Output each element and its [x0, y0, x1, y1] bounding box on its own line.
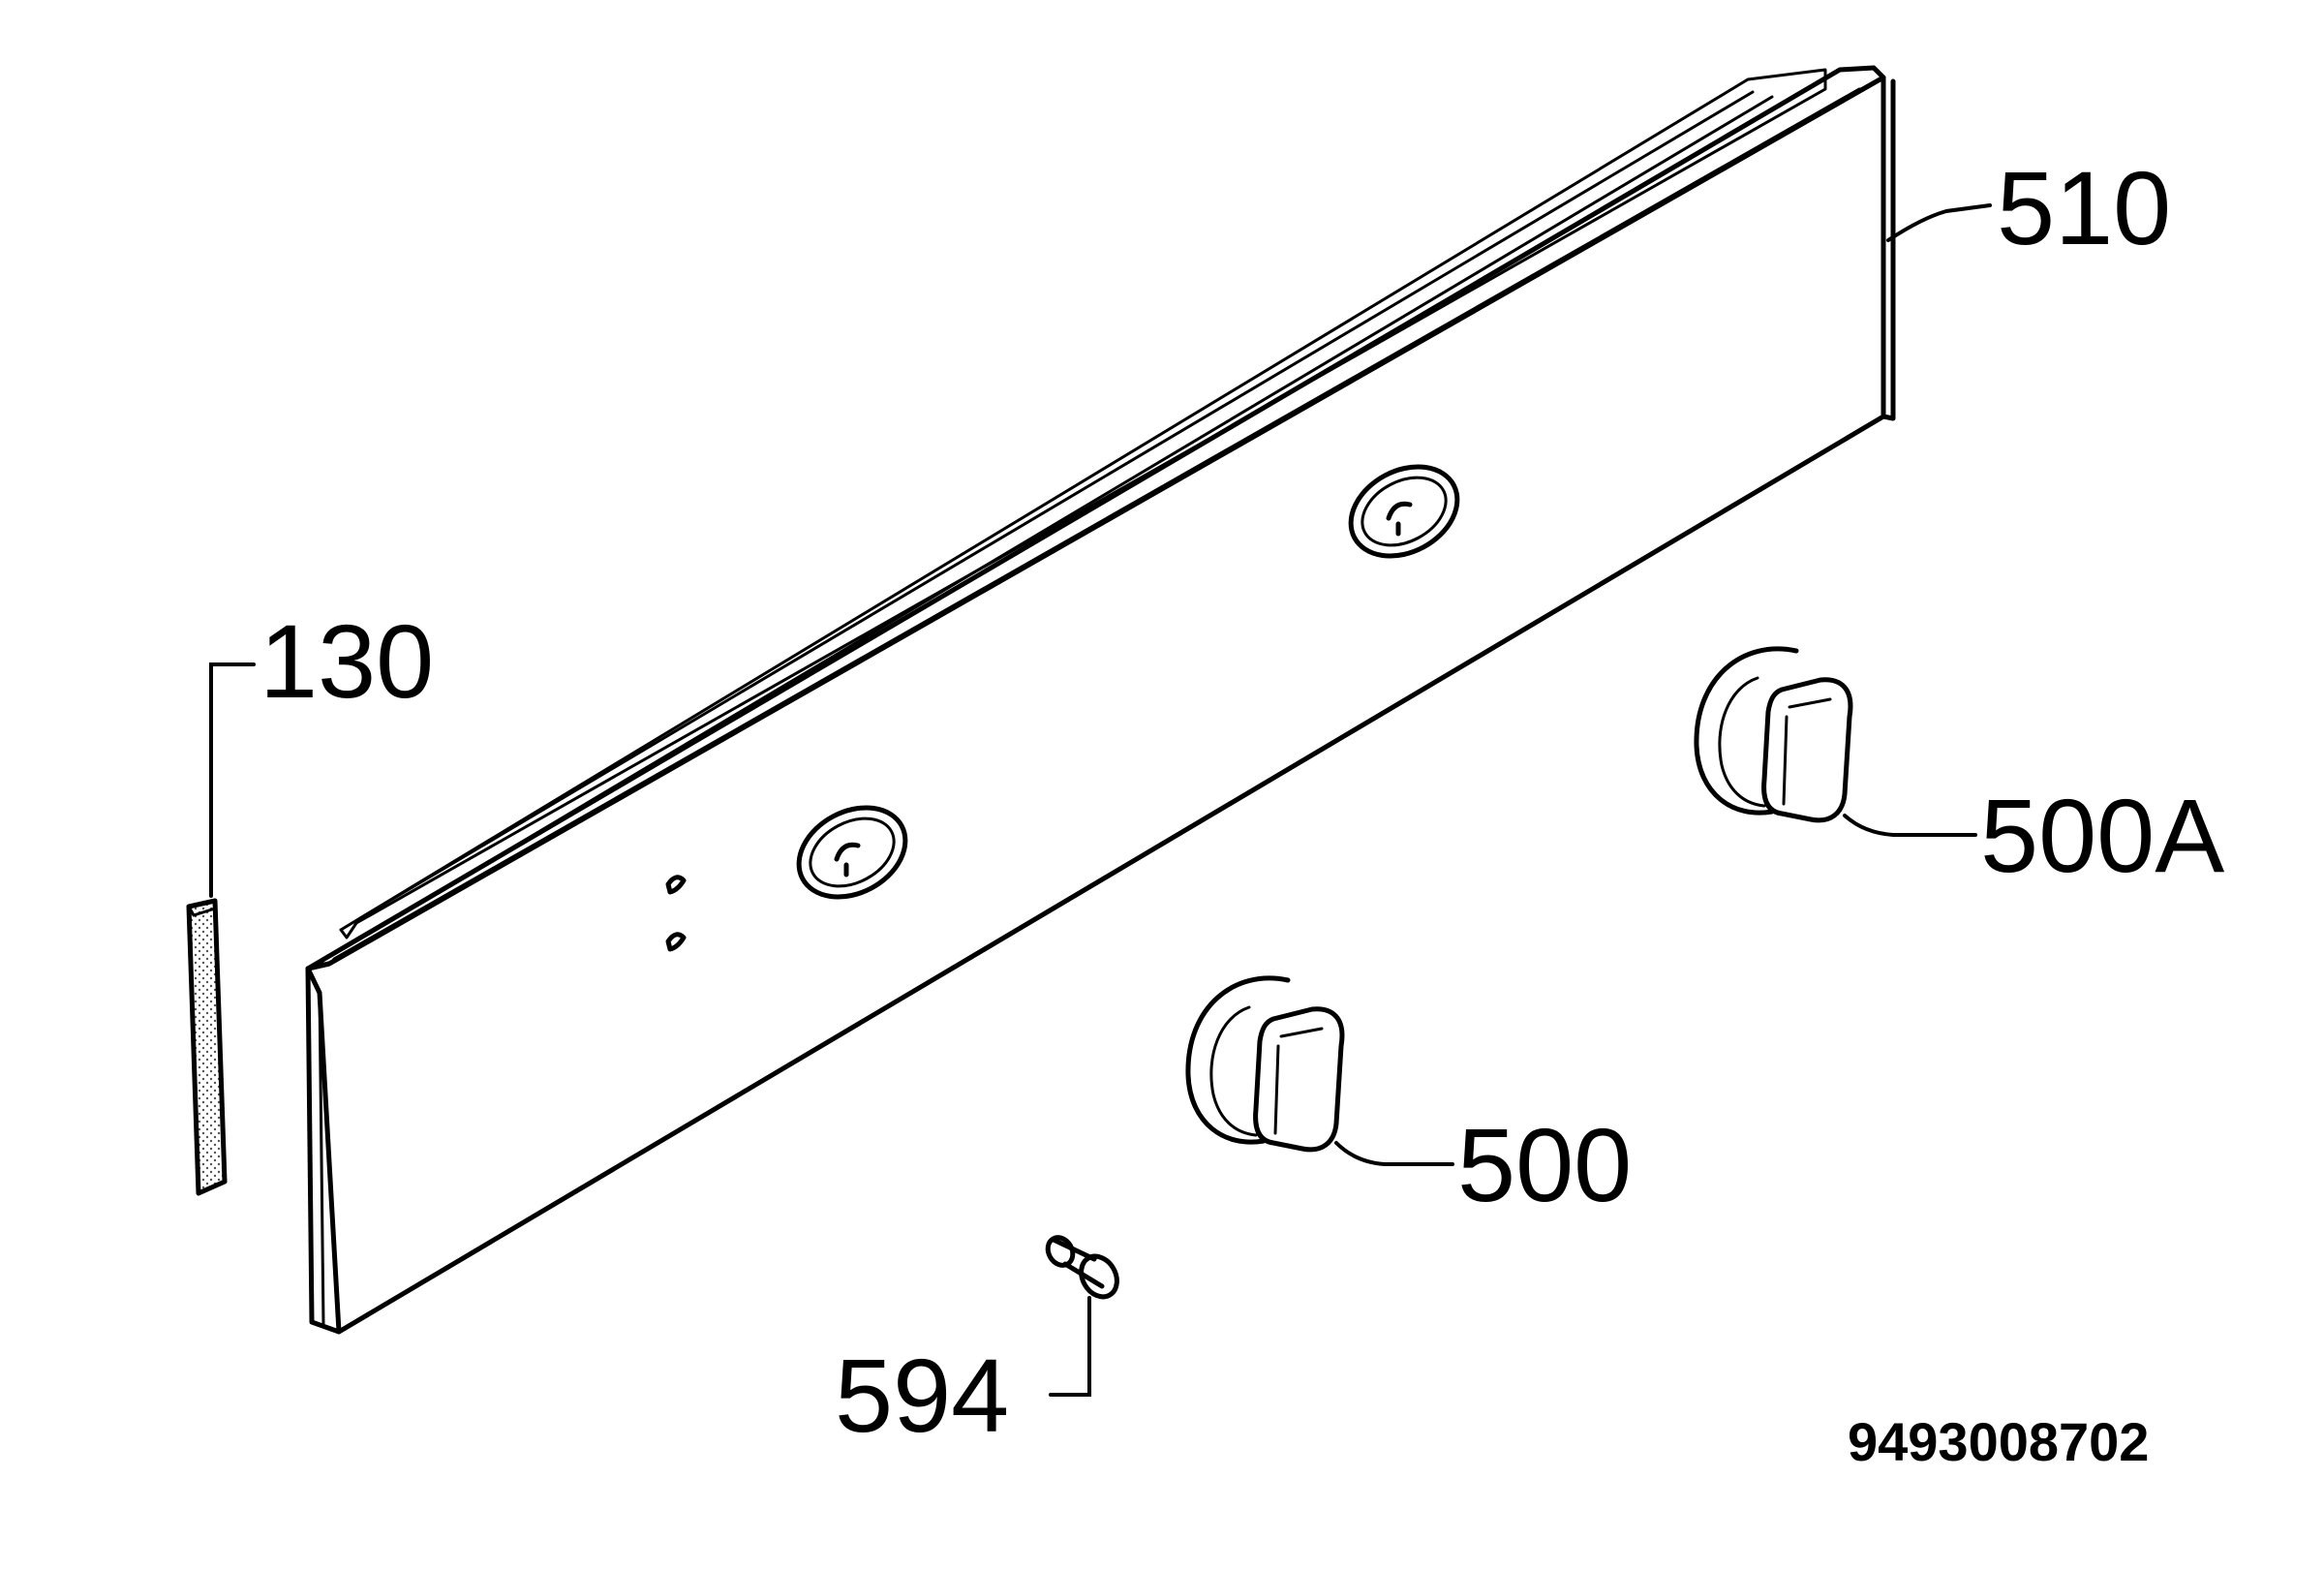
callout-500: 500: [1457, 1106, 1632, 1223]
control-panel: [305, 65, 1896, 1335]
callout-130: 130: [260, 602, 434, 720]
control-knob-500: [1185, 975, 1345, 1153]
leader-line-500a: [1843, 814, 1977, 837]
screw: [1045, 1235, 1119, 1300]
callout-510: 510: [1997, 149, 2171, 266]
control-knob-500a: [1694, 646, 1853, 823]
callout-500a: 500A: [1980, 777, 2224, 894]
panel-knob-opening-lower: [796, 805, 908, 900]
side-trim-strip: [186, 898, 228, 1196]
panel-switch-holes: [665, 875, 687, 952]
leader-line-130: [209, 662, 256, 898]
callout-594: 594: [835, 1337, 1009, 1454]
leader-line-500: [1334, 1141, 1454, 1166]
document-number: 9493008702: [1848, 1411, 2149, 1472]
panel-knob-opening-upper: [1348, 464, 1460, 559]
leader-line-594: [1049, 1296, 1091, 1397]
leader-line-510: [1886, 203, 1992, 242]
